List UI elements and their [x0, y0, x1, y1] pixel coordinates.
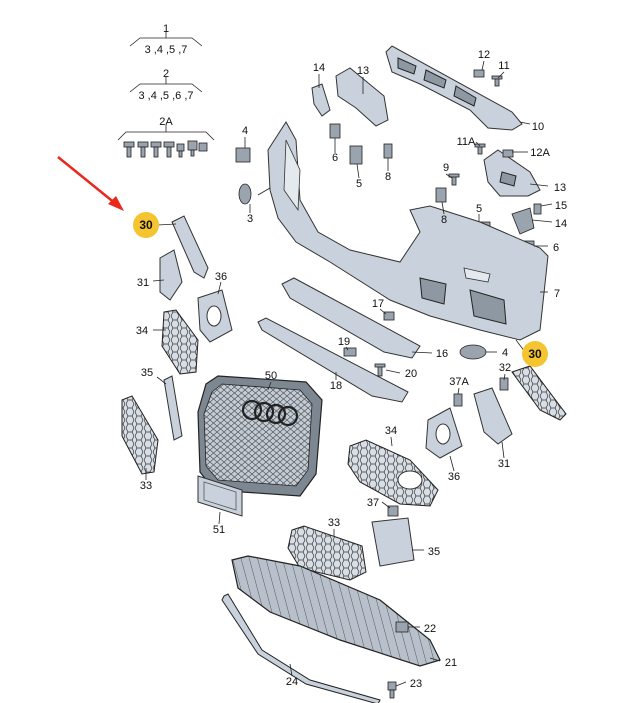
part-label-l22: 22 [424, 623, 436, 635]
left-bracket-part [311, 67, 389, 127]
part-label-l1s: 3 ,4 ,5 ,7 [145, 44, 188, 56]
lower-spoiler-part [257, 317, 409, 403]
part-label-l33b: 33 [328, 517, 340, 529]
part-label-l13a: 13 [357, 65, 369, 77]
part-label-l6b: 6 [553, 242, 559, 254]
part-label-l32: 32 [499, 362, 511, 374]
part-label-l21: 21 [445, 657, 457, 669]
part-number-labels: 1 3 ,4 ,5 ,7 2 3 ,4 ,5 ,6 ,7 2A 14 13 12 11 10 11A… [136, 23, 567, 690]
part-label-l20: 20 [405, 368, 417, 380]
left-grille-33 [121, 395, 159, 475]
legend-2 [129, 77, 203, 93]
spoiler-clips [343, 311, 487, 377]
part-label-l36a: 36 [215, 271, 227, 283]
left-trim-31 [159, 249, 183, 301]
part-label-l8a: 8 [385, 171, 391, 183]
part-label-l50: 50 [265, 370, 277, 382]
part-label-l10: 10 [532, 121, 544, 133]
part-label-l34b: 34 [385, 425, 397, 437]
part-label-l24: 24 [286, 676, 298, 688]
part-label-l17: 17 [372, 298, 384, 310]
part-label-l31a: 31 [137, 277, 149, 289]
part-label-l19: 19 [338, 336, 350, 348]
right-grille-34 [347, 439, 439, 507]
underbody-panel-part [231, 555, 441, 667]
part-label-l3: 3 [247, 213, 253, 225]
red-arrow-icon [57, 156, 124, 211]
part-label-l9: 9 [443, 162, 449, 174]
part-label-l15: 15 [555, 200, 567, 212]
left-grille-34 [161, 309, 199, 375]
highlight-circle-h30b: 30 [522, 341, 548, 367]
part-label-l4a: 4 [242, 125, 248, 137]
four-rings-logo-icon [241, 399, 299, 427]
part-label-l18: 18 [330, 380, 342, 392]
lower-trim-strip-part [221, 593, 381, 703]
part-label-l35b: 35 [428, 546, 440, 558]
part-label-l31b: 31 [498, 458, 510, 470]
left-air-guide-36 [197, 289, 233, 343]
left-cover-35 [163, 375, 183, 441]
upper-spoiler-part [281, 277, 421, 359]
right-trim-30 [511, 365, 567, 421]
part-label-l23: 23 [410, 678, 422, 690]
part-label-l8b: 8 [441, 214, 447, 226]
part-label-l11a: 11A [457, 136, 476, 148]
highlight-dot [133, 212, 159, 238]
highlight-label: 30 [139, 218, 153, 232]
part-label-l7: 7 [554, 288, 560, 300]
part-label-l36b: 36 [448, 471, 460, 483]
part-label-l34a: 34 [136, 325, 148, 337]
highlight-label: 30 [528, 347, 542, 361]
part-label-l37aa: 37A [449, 376, 469, 388]
part-label-l14b: 14 [555, 218, 567, 230]
right-air-guide-36 [425, 407, 463, 459]
part-label-l33a: 33 [140, 480, 152, 492]
highlight-circle-h30a: 30 [133, 212, 159, 238]
legend-1 [129, 32, 203, 47]
left-trim-30 [171, 215, 209, 279]
part-label-l37: 37 [367, 497, 379, 509]
screw-set-icon [123, 140, 208, 158]
part-label-l4b: 4 [502, 347, 508, 359]
part-label-l13b: 13 [554, 182, 566, 194]
part-label-l16: 16 [436, 348, 448, 360]
highlight-callouts: 30 30 [133, 212, 548, 367]
bumper-carrier-part [385, 45, 523, 131]
part-label-l2: 2 [163, 68, 169, 80]
center-cover-35 [371, 517, 415, 567]
part-label-l51: 51 [213, 524, 225, 536]
legend-2a [117, 125, 215, 158]
highlight-dot [522, 341, 548, 367]
center-grille-33 [287, 525, 367, 581]
part-label-l5b: 5 [476, 203, 482, 215]
part-label-l6a: 6 [332, 152, 338, 164]
leader-lines [145, 60, 553, 687]
part-label-l5a: 5 [356, 178, 362, 190]
part-label-l12a: 12A [530, 147, 550, 159]
license-plate-bracket-part [197, 475, 243, 517]
right-trim-31 [473, 387, 513, 445]
part-label-l35a: 35 [141, 367, 153, 379]
part-label-l1: 1 [163, 23, 169, 35]
part-label-l11: 11 [498, 60, 509, 72]
part-label-l14a: 14 [313, 62, 325, 74]
radiator-grille-part [197, 375, 323, 497]
part-label-l2s: 3 ,4 ,5 ,6 ,7 [138, 90, 193, 102]
part-label-l12: 12 [478, 49, 490, 61]
part-label-l2a: 2A [159, 116, 173, 128]
bumper-cover-part [267, 121, 549, 341]
